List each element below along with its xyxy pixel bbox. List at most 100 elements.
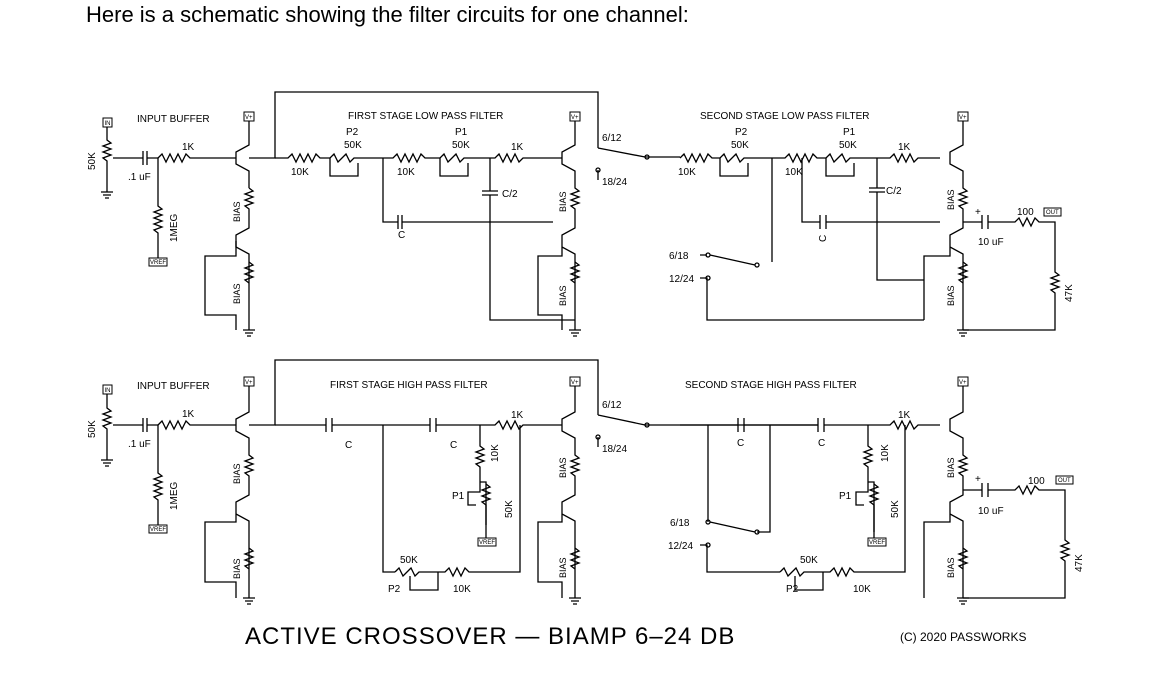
svg-text:C: C [398, 230, 405, 241]
svg-text:V+: V+ [245, 380, 253, 386]
svg-text:V+: V+ [245, 115, 253, 121]
input-buffer-label: INPUT BUFFER [137, 114, 210, 125]
svg-text:10 uF: 10 uF [978, 506, 1004, 517]
svg-text:C: C [345, 440, 352, 451]
svg-text:P2: P2 [735, 127, 748, 138]
svg-text:50K: 50K [452, 140, 470, 151]
input-cap-icon [142, 151, 148, 165]
svg-text:10K: 10K [490, 444, 501, 462]
svg-text:P1: P1 [843, 127, 856, 138]
svg-text:10K: 10K [880, 444, 891, 462]
svg-text:12/24: 12/24 [669, 274, 694, 285]
svg-text:10 uF: 10 uF [978, 237, 1004, 248]
svg-text:1K: 1K [511, 142, 524, 153]
svg-text:6/18: 6/18 [670, 518, 690, 529]
svg-text:C: C [450, 440, 457, 451]
svg-text:+: + [975, 474, 981, 485]
svg-text:P2: P2 [346, 127, 359, 138]
svg-text:50K: 50K [800, 555, 818, 566]
svg-text:P1: P1 [839, 491, 852, 502]
svg-text:10K: 10K [291, 167, 309, 178]
svg-text:VREF: VREF [479, 540, 495, 546]
svg-text:BIAS: BIAS [558, 285, 568, 306]
r-1k-label: 1K [182, 142, 195, 153]
input-pot-label: 50K [87, 152, 98, 170]
svg-text:BIAS: BIAS [946, 189, 956, 210]
high-pass-section: IN 50K .1 uF 1K 1MEG VREF INPUT BUFFER V… [87, 359, 1085, 605]
svg-text:BIAS: BIAS [232, 558, 242, 579]
svg-text:12/24: 12/24 [668, 541, 693, 552]
svg-text:C: C [818, 235, 829, 242]
svg-text:6/12: 6/12 [602, 400, 622, 411]
svg-text:V+: V+ [571, 115, 579, 121]
svg-text:C: C [737, 438, 744, 449]
svg-text:C/2: C/2 [502, 189, 518, 200]
r-1meg-label: 1MEG [169, 213, 180, 242]
svg-text:1K: 1K [898, 410, 911, 421]
input-buffer-label-hp: INPUT BUFFER [137, 381, 210, 392]
input-cap-label: .1 uF [128, 172, 151, 183]
svg-text:BIAS: BIAS [232, 283, 242, 304]
svg-text:BIAS: BIAS [946, 285, 956, 306]
svg-text:P2: P2 [388, 584, 401, 595]
svg-text:10K: 10K [678, 167, 696, 178]
svg-text:1K: 1K [511, 410, 524, 421]
svg-text:C/2: C/2 [886, 186, 902, 197]
svg-text:6/12: 6/12 [602, 133, 622, 144]
first-stage-hpf-label: FIRST STAGE HIGH PASS FILTER [330, 380, 488, 391]
svg-text:10K: 10K [785, 167, 803, 178]
svg-text:50K: 50K [839, 140, 857, 151]
svg-text:BIAS: BIAS [558, 191, 568, 212]
copyright: (C) 2020 PASSWORKS [900, 630, 1026, 644]
schematic-title: ACTIVE CROSSOVER — BIAMP 6–24 DB [245, 623, 735, 650]
r-1meg [152, 158, 164, 258]
svg-text:50K: 50K [731, 140, 749, 151]
svg-text:100: 100 [1028, 476, 1045, 487]
svg-text:P1: P1 [455, 127, 468, 138]
svg-text:50K: 50K [344, 140, 362, 151]
svg-text:10K: 10K [397, 167, 415, 178]
input-pot [101, 127, 113, 185]
svg-text:1MEG: 1MEG [169, 481, 180, 510]
svg-text:VREF: VREF [869, 540, 885, 546]
svg-text:50K: 50K [504, 500, 515, 518]
svg-text:BIAS: BIAS [232, 201, 242, 222]
svg-text:18/24: 18/24 [602, 444, 627, 455]
svg-text:10K: 10K [853, 584, 871, 595]
svg-text:47K: 47K [1064, 284, 1075, 302]
svg-text:47K: 47K [1074, 554, 1085, 572]
svg-text:BIAS: BIAS [232, 463, 242, 484]
svg-text:+: + [975, 207, 981, 218]
svg-text:P2: P2 [786, 584, 799, 595]
second-stage-hpf-label: SECOND STAGE HIGH PASS FILTER [685, 380, 857, 391]
svg-text:50K: 50K [400, 555, 418, 566]
svg-text:50K: 50K [87, 420, 98, 438]
low-pass-section: IN 50K .1 uF 1K 1MEG VREF INPUT BUFFER V… [87, 91, 1075, 337]
svg-text:VREF: VREF [150, 260, 166, 266]
svg-text:C: C [818, 438, 825, 449]
svg-text:VREF: VREF [150, 527, 166, 533]
r-1k-input [157, 152, 232, 164]
svg-text:6/18: 6/18 [669, 251, 689, 262]
svg-text:OUT: OUT [1046, 210, 1059, 216]
svg-text:1K: 1K [182, 409, 195, 420]
svg-text:.1 uF: .1 uF [128, 439, 151, 450]
svg-text:18/24: 18/24 [602, 177, 627, 188]
svg-text:50K: 50K [890, 500, 901, 518]
in-tag: IN [105, 121, 111, 127]
intro-text: Here is a schematic showing the filter c… [86, 2, 689, 27]
svg-text:P1: P1 [452, 491, 465, 502]
svg-text:100: 100 [1017, 207, 1034, 218]
first-stage-lpf-label: FIRST STAGE LOW PASS FILTER [348, 111, 503, 122]
svg-text:BIAS: BIAS [946, 557, 956, 578]
svg-text:IN: IN [105, 388, 111, 394]
second-stage-lpf-label: SECOND STAGE LOW PASS FILTER [700, 111, 869, 122]
svg-text:V+: V+ [959, 115, 967, 121]
svg-text:1K: 1K [898, 142, 911, 153]
svg-text:10K: 10K [453, 584, 471, 595]
svg-text:BIAS: BIAS [946, 457, 956, 478]
svg-text:V+: V+ [959, 380, 967, 386]
svg-text:V+: V+ [571, 380, 579, 386]
svg-text:BIAS: BIAS [558, 557, 568, 578]
